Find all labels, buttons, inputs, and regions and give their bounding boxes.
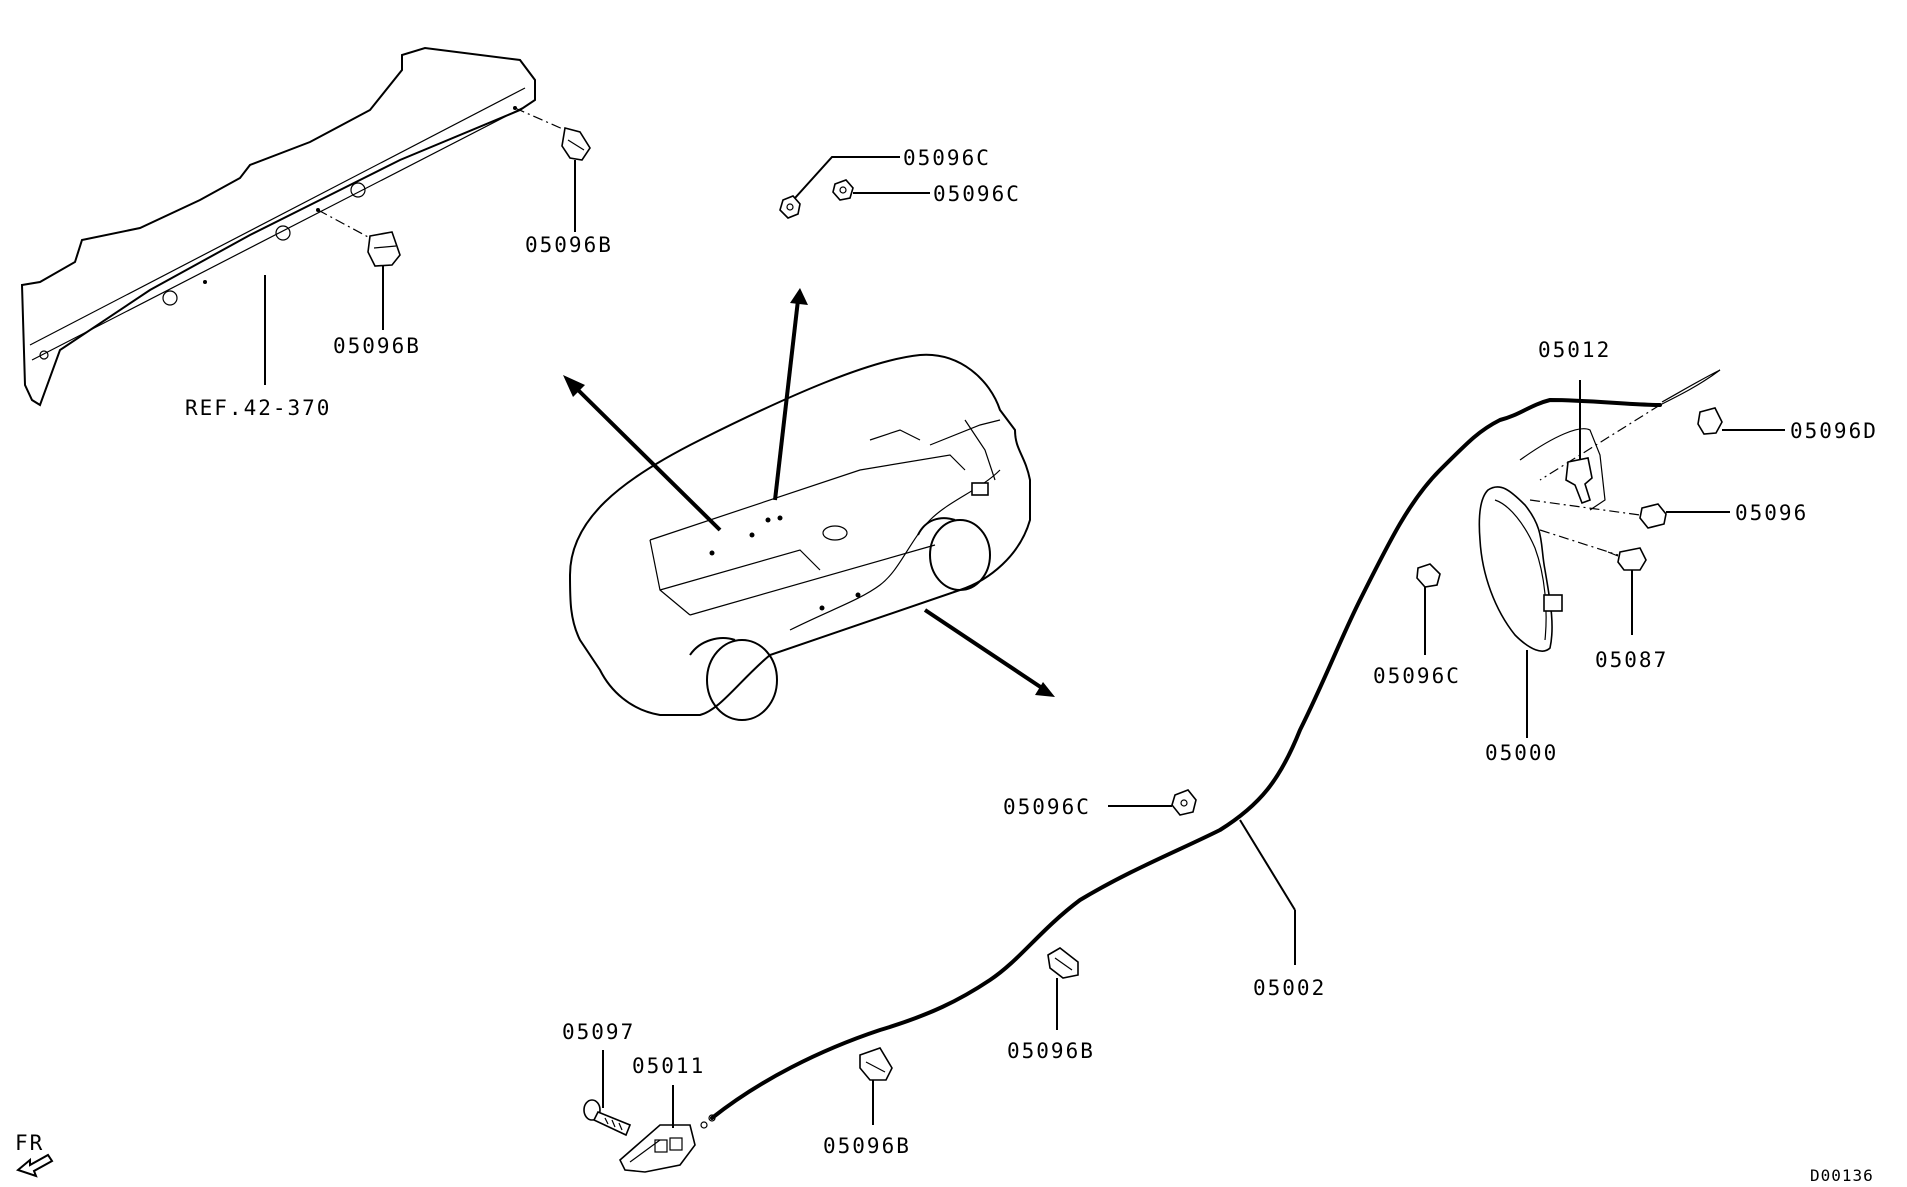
label-05096c-top2: 05096C <box>933 182 1021 206</box>
clip-05096 <box>1639 503 1667 529</box>
clip-05096b-sill-right <box>561 127 591 161</box>
label-05096c-right: 05096C <box>1373 664 1461 688</box>
label-05012-bracket: 05012 <box>1538 338 1611 362</box>
release-handle <box>619 1124 696 1173</box>
screw-05087 <box>1607 547 1647 571</box>
label-05096d: 05096D <box>1790 419 1878 443</box>
label-05096b-sill-mid: 05096B <box>333 334 421 358</box>
label-05096b-sill-right: 05096B <box>525 233 613 257</box>
label-ref-sill: REF.42-370 <box>185 396 331 420</box>
fr-label: FR <box>15 1131 44 1155</box>
label-05096: 05096 <box>1735 501 1808 525</box>
bolt-05097 <box>583 1099 632 1137</box>
label-05096b-lower-right: 05096B <box>1007 1039 1095 1063</box>
clip-05096d <box>1697 407 1723 435</box>
label-05096c-mid: 05096C <box>1003 795 1091 819</box>
front-direction-indicator: FR <box>15 1131 54 1178</box>
label-05087-screw: 05087 <box>1595 648 1668 672</box>
clip-05096b-lower-right <box>1047 947 1079 979</box>
label-05000-lid: 05000 <box>1485 741 1558 765</box>
clip-05096c-mid <box>1171 789 1197 816</box>
direction-arrows <box>563 288 1055 697</box>
lid-housing <box>1519 428 1606 511</box>
clip-05096b-sill-mid <box>367 231 401 267</box>
label-05096c-top1: 05096C <box>903 146 991 170</box>
fuel-lid <box>1478 486 1563 652</box>
clip-05096c-top-right <box>832 179 854 201</box>
label-05011-handle: 05011 <box>632 1054 705 1078</box>
lever-bracket <box>1565 457 1593 505</box>
figure-code: D00136 <box>1810 1166 1874 1185</box>
clip-05096c-top-left <box>779 195 801 219</box>
side-sill <box>20 46 566 407</box>
release-cable <box>710 398 1662 1120</box>
label-05002-cable: 05002 <box>1253 976 1326 1000</box>
clip-05096b-lower-left <box>859 1047 893 1081</box>
label-05096b-lower-left: 05096B <box>823 1134 911 1158</box>
clip-05096c-right <box>1416 563 1441 588</box>
vehicle-outline <box>568 353 1031 721</box>
label-05097-bolt: 05097 <box>562 1020 635 1044</box>
